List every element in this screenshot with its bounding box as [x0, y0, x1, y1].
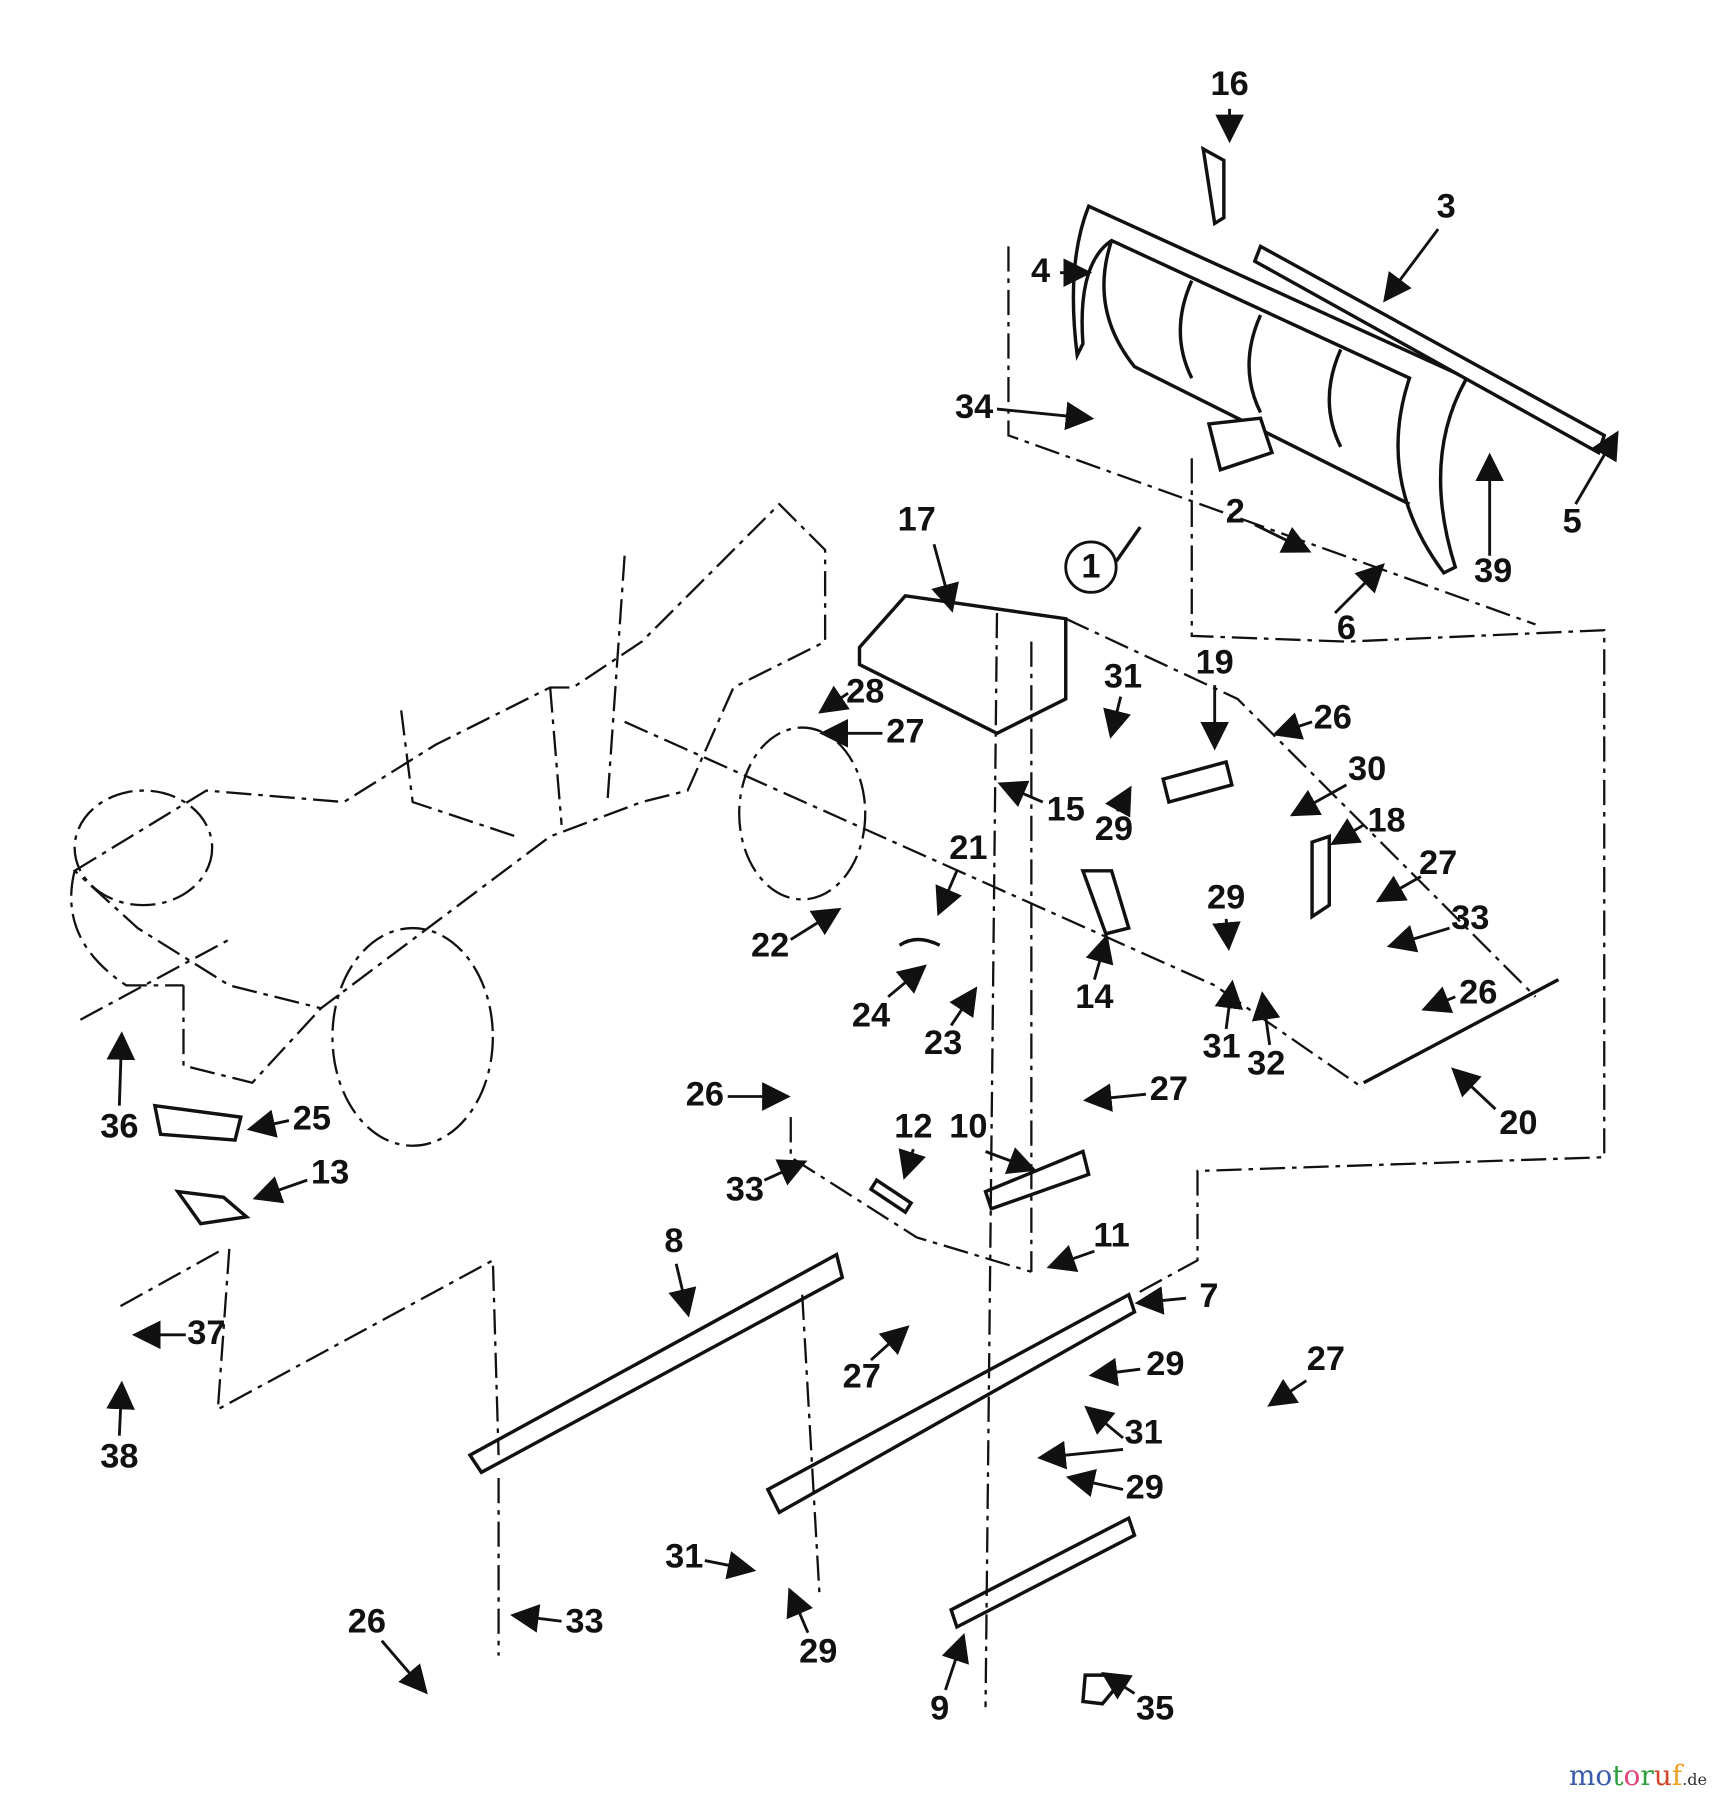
callout-18: 18 [1367, 802, 1405, 840]
callout-37: 37 [187, 1314, 225, 1352]
callout-27: 27 [1150, 1070, 1188, 1108]
callout-25: 25 [293, 1100, 331, 1138]
callout-31: 31 [1202, 1027, 1240, 1065]
callout-33: 33 [726, 1171, 764, 1209]
callout-26: 26 [348, 1603, 386, 1641]
plow-blade [1007, 145, 1607, 1296]
callout-1: 1 [1081, 547, 1100, 585]
callout-12: 12 [894, 1108, 932, 1146]
callout-21: 21 [949, 829, 987, 867]
callout-32: 32 [1247, 1045, 1285, 1083]
callout-29: 29 [1146, 1345, 1184, 1383]
callout-17: 17 [898, 500, 936, 538]
tractor-outline [70, 502, 867, 1147]
callout-15: 15 [1047, 790, 1085, 828]
callout-7: 7 [1199, 1277, 1218, 1315]
callout-9: 9 [930, 1690, 949, 1728]
callout-arrows [106, 108, 1619, 1700]
callout-33: 33 [565, 1603, 603, 1641]
callout-11: 11 [1093, 1217, 1129, 1255]
callout-29: 29 [1126, 1469, 1164, 1507]
callout-29: 29 [1207, 879, 1245, 917]
callout-10: 10 [949, 1108, 987, 1146]
frame-parts [119, 593, 1560, 1708]
callout-13: 13 [311, 1153, 349, 1191]
callout-27: 27 [886, 712, 924, 750]
watermark-logo: motoruf.de [1568, 1759, 1707, 1792]
callout-39: 39 [1474, 552, 1512, 590]
callout-36: 36 [100, 1108, 138, 1146]
callout-26: 26 [686, 1076, 724, 1114]
callout-31: 31 [1104, 657, 1142, 695]
assembly-callout-circle [1064, 540, 1118, 594]
callout-26: 26 [1314, 699, 1352, 737]
callout-8: 8 [664, 1222, 683, 1260]
callout-27: 27 [1307, 1340, 1345, 1378]
callout-29: 29 [799, 1632, 837, 1670]
callout-27: 27 [1419, 844, 1457, 882]
callout-labels: 16 3 4 34 5 39 2 6 17 31 19 28 27 26 30 … [100, 65, 1581, 1728]
callout-38: 38 [100, 1438, 138, 1476]
callout-33: 33 [1451, 899, 1489, 937]
callout-22: 22 [751, 927, 789, 965]
callout-26: 26 [1459, 974, 1497, 1012]
callout-16: 16 [1210, 65, 1248, 103]
callout-35: 35 [1136, 1690, 1174, 1728]
callout-31: 31 [1125, 1414, 1163, 1452]
callout-3: 3 [1437, 188, 1456, 226]
callout-19: 19 [1196, 644, 1234, 682]
callout-24: 24 [852, 997, 890, 1035]
callout-14: 14 [1075, 978, 1113, 1016]
callout-28: 28 [846, 672, 884, 710]
callout-29: 29 [1095, 810, 1133, 848]
callout-34: 34 [955, 388, 993, 426]
callout-20: 20 [1499, 1104, 1537, 1142]
callout-2: 2 [1226, 492, 1245, 530]
callout-31: 31 [665, 1537, 703, 1575]
callout-23: 23 [924, 1024, 962, 1062]
callout-5: 5 [1563, 503, 1582, 541]
callout-4: 4 [1031, 252, 1050, 290]
callout-30: 30 [1348, 750, 1386, 788]
callout-27: 27 [843, 1357, 881, 1395]
callout-6: 6 [1337, 609, 1356, 647]
